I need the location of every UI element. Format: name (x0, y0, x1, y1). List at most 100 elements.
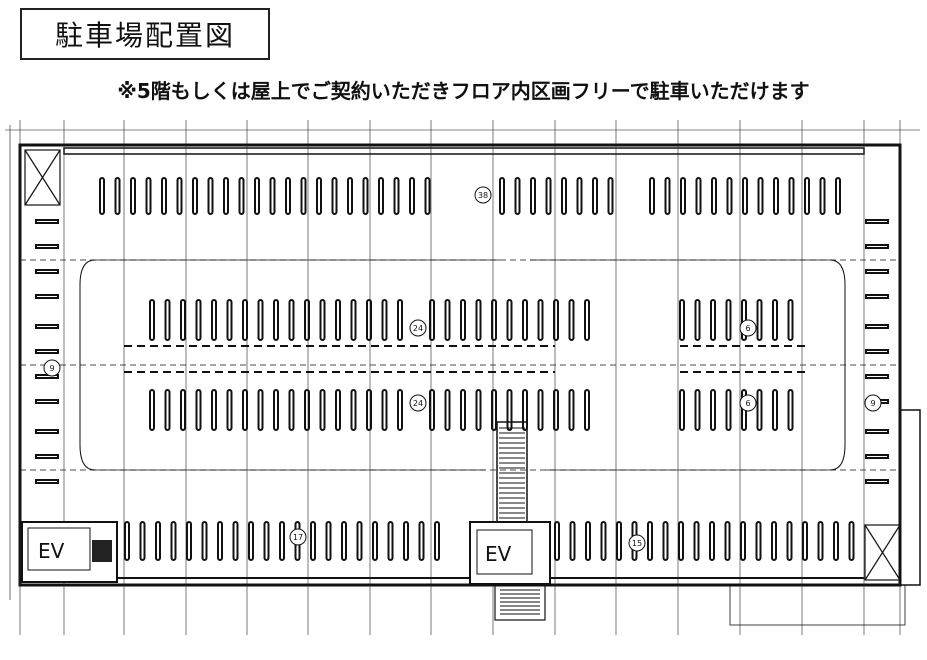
parking-stall-line (678, 521, 684, 561)
parking-stall-line (460, 389, 466, 431)
parking-stall-line (319, 389, 326, 431)
parking-stall-line (710, 299, 716, 341)
parking-stall-line (835, 177, 841, 215)
parking-stall-line (802, 521, 808, 561)
parking-stall-line (335, 299, 341, 341)
parking-stall-line (186, 521, 192, 561)
parking-stall-line (757, 177, 764, 215)
parking-stall-line (288, 299, 295, 341)
parking-stall-line (817, 521, 824, 561)
parking-stall-line (530, 177, 536, 215)
parking-stall-line (592, 177, 598, 215)
parking-stall-line (787, 389, 794, 431)
parking-stall-line (403, 521, 409, 561)
parking-stall-line (569, 521, 576, 561)
parking-stall-line (600, 521, 607, 561)
parking-stall-line (304, 389, 310, 431)
space-number-label: 24 (413, 399, 423, 408)
parking-stall-line (787, 299, 794, 341)
parking-stall-line (335, 389, 341, 431)
parking-stall-line (409, 177, 415, 215)
parking-stall-line (756, 389, 763, 431)
parking-stall-line (647, 521, 653, 561)
side-stall-line-left (35, 349, 59, 354)
elevator-center-label: EV (485, 542, 512, 566)
parking-stall-line (424, 177, 431, 215)
parking-stall-line (756, 299, 763, 341)
parking-stall-line (740, 521, 746, 561)
parking-stall-line (269, 177, 276, 215)
parking-stall-line (341, 521, 347, 561)
parking-stall-line (300, 177, 307, 215)
parking-stall-line (772, 389, 778, 431)
parking-stall-line (99, 177, 105, 215)
parking-stall-line (381, 389, 388, 431)
parking-stall-line (201, 521, 208, 561)
parking-stall-line (232, 521, 239, 561)
parking-stall-line (429, 389, 435, 431)
parking-stall-line (848, 521, 855, 561)
parking-stall-line (192, 177, 198, 215)
parking-stall-line (381, 299, 388, 341)
parking-stall-line (397, 389, 403, 431)
corner-stairwell-left (24, 149, 61, 206)
parking-stall-line (164, 299, 171, 341)
parking-stall-line (553, 389, 559, 431)
parking-stall-line (325, 521, 332, 561)
parking-stall-line (161, 177, 167, 215)
parking-stall-line (288, 389, 295, 431)
parking-stall-line (211, 389, 217, 431)
space-number-circle (739, 319, 757, 337)
column-grid-lines (19, 120, 901, 635)
elevator-left: EV (21, 521, 118, 583)
parking-stall-line (499, 177, 505, 215)
parking-stall-line (475, 299, 482, 341)
parking-stall-line (545, 177, 552, 215)
parking-stall-line (393, 177, 400, 215)
parking-stall-line (304, 299, 310, 341)
parking-stall-line (724, 521, 731, 561)
side-stall-line-right (865, 269, 889, 274)
parking-stall-line (273, 389, 279, 431)
parking-stall-line (693, 521, 700, 561)
parking-stall-line (786, 521, 793, 561)
parking-stall-line (710, 389, 716, 431)
parking-stall-line (145, 177, 152, 215)
side-stall-line-left (35, 324, 59, 329)
parking-stall-line (378, 177, 384, 215)
parking-stall-line (444, 389, 451, 431)
parking-stall-line (695, 177, 702, 215)
side-stall-line-left (35, 269, 59, 274)
parking-stall-line (460, 299, 466, 341)
parking-stall-line (180, 299, 186, 341)
space-number-label: 38 (478, 191, 488, 200)
side-stall-line-left (35, 454, 59, 459)
space-number-label: 15 (632, 539, 642, 548)
parking-stalls (35, 177, 889, 561)
parking-stall-line (725, 389, 732, 431)
parking-stall-line (444, 299, 451, 341)
parking-stall-line (491, 299, 497, 341)
side-stall-line-left (35, 374, 59, 379)
parking-stall-line (616, 521, 622, 561)
parking-stall-line (506, 299, 513, 341)
parking-stall-line (319, 299, 326, 341)
parking-stall-line (226, 389, 233, 431)
space-number-label: 6 (745, 399, 750, 408)
parking-stall-line (584, 299, 590, 341)
parking-stall-line (664, 177, 671, 215)
parking-stall-line (195, 389, 202, 431)
parking-stall-line (772, 299, 778, 341)
parking-stall-line (387, 521, 394, 561)
parking-stall-line (694, 389, 701, 431)
parking-stall-line (568, 299, 575, 341)
side-stall-line-left (35, 219, 59, 224)
parking-stall-line (263, 521, 270, 561)
parking-stall-line (726, 177, 733, 215)
parking-stall-line (475, 389, 482, 431)
parking-stall-line (310, 521, 316, 561)
parking-stall-line (819, 177, 826, 215)
space-number-circle (43, 359, 61, 377)
parking-stall-line (755, 521, 762, 561)
elevator-left-label: EV (38, 539, 65, 563)
